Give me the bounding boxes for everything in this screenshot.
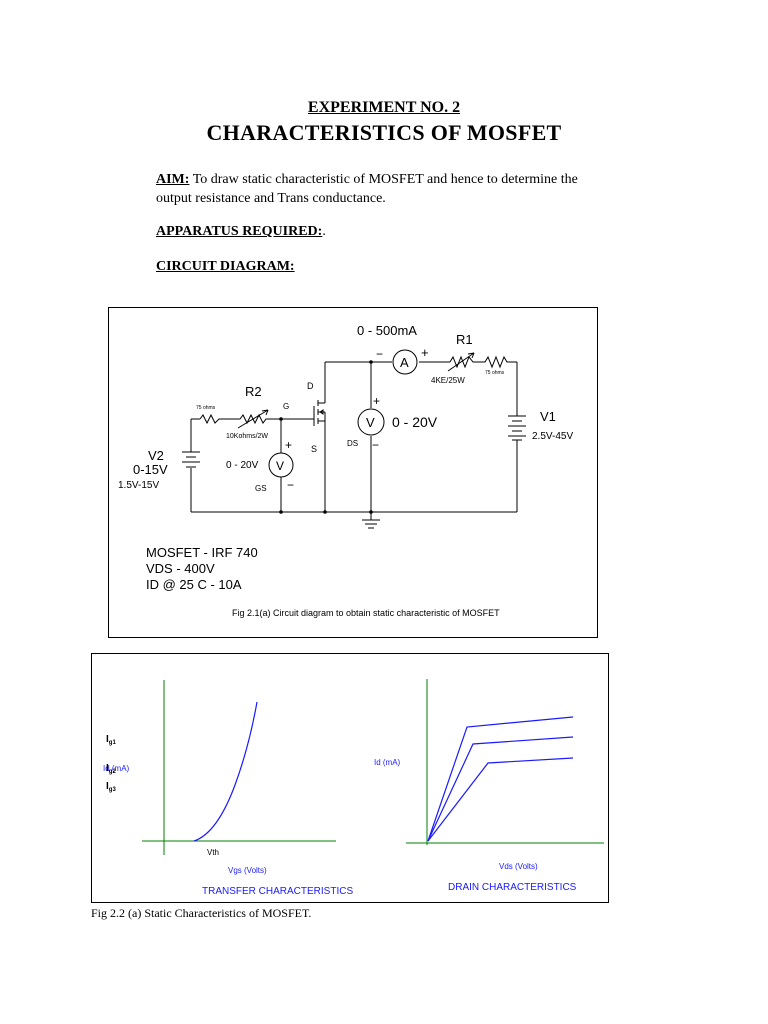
ammeter-symbol: A (400, 355, 409, 370)
ammeter-plus: + (421, 345, 429, 360)
r1-series-value: 75 ohms (485, 370, 505, 376)
drain-title: DRAIN CHARACTERISTICS (448, 882, 577, 893)
v2-range: 0-15V (133, 462, 168, 477)
r2-value: 10Kohms/2W (226, 433, 268, 440)
ammeter-range-label: 0 - 500mA (357, 323, 417, 338)
drain-x-label: Vds (Volts) (499, 862, 538, 871)
vth-label: Vth (207, 848, 219, 857)
vgs-voltmeter-symbol: V (276, 459, 284, 473)
characteristics-figure: Ig1 Id (mA) Ig2 Ig3 Vth Vgs (Volts) TRAN… (91, 653, 609, 903)
drain-curve-3 (427, 757, 574, 842)
ig2-label: Ig2 (106, 763, 116, 775)
circuit-caption: Fig 2.1(a) Circuit diagram to obtain sta… (232, 608, 500, 618)
spec-vds: VDS - 400V (146, 561, 215, 576)
drain-curve-1 (427, 716, 574, 842)
vgs-plus: + (285, 438, 292, 452)
drain-y-label: Id (mA) (374, 758, 401, 767)
aim-text: To draw static characteristic of MOSFET … (156, 172, 578, 206)
source-label: S (311, 444, 317, 454)
vgs-minus: − (287, 478, 294, 492)
vds-voltmeter-symbol: V (366, 415, 375, 430)
vds-plus: + (373, 394, 380, 408)
circuit-diagram-heading: CIRCUIT DIAGRAM: (156, 259, 295, 274)
transfer-title: TRANSFER CHARACTERISTICS (202, 886, 353, 897)
transfer-curve (193, 701, 258, 842)
v2-value: 1.5V-15V (118, 480, 159, 491)
v1-value: 2.5V-45V (532, 431, 573, 442)
ig1-label: Ig1 (106, 734, 116, 746)
spec-mosfet: MOSFET - IRF 740 (146, 545, 258, 560)
spec-id: ID @ 25 C - 10A (146, 577, 242, 592)
aim-paragraph: AIM: To draw static characteristic of MO… (156, 170, 596, 208)
vds-range-label: 0 - 20V (392, 414, 438, 430)
transfer-y-label: Id (mA) (103, 764, 130, 773)
characteristics-caption: Fig 2.2 (a) Static Characteristics of MO… (91, 906, 312, 920)
vgs-label: GS (255, 484, 267, 493)
transfer-x-label: Vgs (Volts) (228, 866, 267, 875)
v1-name: V1 (540, 409, 556, 424)
drain-label: D (307, 381, 314, 391)
r1-value: 4KE/25W (431, 376, 465, 385)
aim-label: AIM: (156, 172, 190, 187)
vgs-range-label: 0 - 20V (226, 460, 259, 471)
v2-name: V2 (148, 448, 164, 463)
ig3-label: Ig3 (106, 781, 116, 793)
document-title: CHARACTERISTICS OF MOSFET (206, 120, 562, 145)
apparatus-label: APPARATUS REQUIRED: (156, 224, 323, 239)
r2-series-value: 75 ohms (196, 405, 216, 411)
apparatus-line: APPARATUS REQUIRED:. (156, 224, 326, 240)
circuit-diagram-figure: 0 - 500mA A + − R1 4KE/25W 75 ohms V1 2.… (108, 307, 598, 638)
r1-name: R1 (456, 332, 473, 347)
ammeter-minus: − (376, 347, 383, 361)
drain-curve-2 (427, 736, 574, 842)
r2-name: R2 (245, 384, 262, 399)
apparatus-value: . (322, 224, 326, 239)
characteristics-svg: Ig1 Id (mA) Ig2 Ig3 Vth Vgs (Volts) TRAN… (103, 679, 604, 897)
gate-label: G (283, 402, 289, 411)
vds-minus: − (372, 438, 379, 452)
circuit-diagram-svg: 0 - 500mA A + − R1 4KE/25W 75 ohms V1 2.… (118, 323, 573, 618)
experiment-number: EXPERIMENT NO. 2 (307, 99, 461, 116)
vds-label: DS (347, 439, 358, 448)
